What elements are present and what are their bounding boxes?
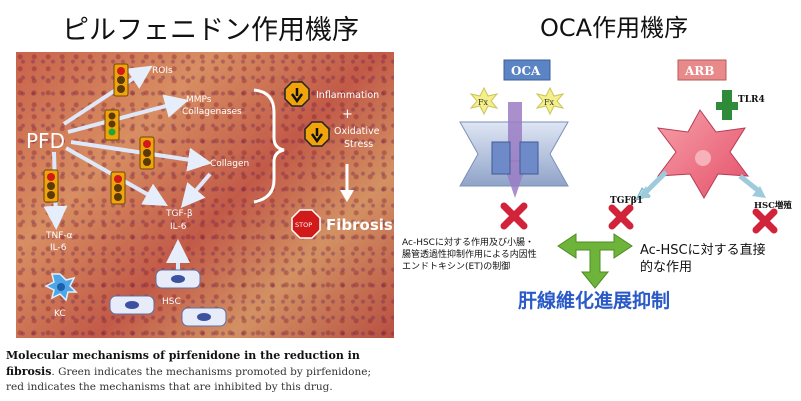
hsc-cells xyxy=(109,269,227,327)
traffic-light-tnfa xyxy=(43,169,59,203)
oca-diagram: OCA ARB Fx Fx TLR4 TGFβ1 HSC増 xyxy=(402,59,792,312)
caption-bold: Molecular mechanisms of pirfenidone in t… xyxy=(6,349,360,378)
arb-cell xyxy=(656,109,750,199)
label-collagenases: Collagenases xyxy=(182,107,242,117)
label-fibrosis: Fibrosis xyxy=(326,216,393,234)
left-title: ピルフェニドン作用機序 xyxy=(62,15,359,46)
fx-label-left: Fx xyxy=(478,98,489,107)
label-stress: Stress xyxy=(344,139,373,150)
green-triple-arrow-icon xyxy=(557,233,633,289)
fx-star-icon-right: Fx xyxy=(535,86,565,116)
oca-receptor xyxy=(459,102,569,198)
arb-label: ARB xyxy=(684,64,714,78)
red-cross-icon-3 xyxy=(752,208,778,234)
label-il6-hsc: IL-6 xyxy=(170,222,187,232)
fx-star-icon-left: Fx xyxy=(469,86,499,116)
hsc-prolif-label: HSC増殖 xyxy=(754,200,792,211)
tlr4-label: TLR4 xyxy=(738,95,765,105)
arb-box: ARB xyxy=(677,59,727,81)
label-tgfb: TGF-β xyxy=(165,209,193,219)
label-pfd: PFD xyxy=(26,129,65,153)
label-inflammation: Inflammation xyxy=(316,90,379,101)
oca-text-line-2: 腸管透過性抑制作用による内因性 xyxy=(402,248,537,260)
stop-sign-icon xyxy=(291,209,321,239)
kc-cell-icon xyxy=(44,273,78,302)
label-mmps: MMPs xyxy=(186,95,212,105)
label-tnfa: TNF-α xyxy=(45,231,73,241)
arb-text-line-1: Ac-HSCに対する直接 xyxy=(640,242,766,258)
red-cross-icon-1 xyxy=(500,202,528,230)
traffic-light-tgfb xyxy=(110,171,126,205)
arb-arrows xyxy=(635,170,766,201)
arb-text-line-2: 的な作用 xyxy=(640,259,692,275)
tgfb1-label: TGFβ1 xyxy=(610,196,643,206)
label-hsc: HSC xyxy=(162,297,181,307)
traffic-light-mmps xyxy=(104,109,120,141)
label-plus: + xyxy=(342,107,353,122)
caption: Molecular mechanisms of pirfenidone in t… xyxy=(6,348,386,395)
traffic-light-rois xyxy=(113,63,129,97)
oca-text-line-1: Ac-HSCに対する作用及び小腸・ xyxy=(402,236,534,248)
brace xyxy=(253,88,285,204)
traffic-light-collagen xyxy=(139,136,155,170)
arrow-to-fibrosis xyxy=(340,164,354,202)
label-collagen: Collagen xyxy=(210,159,249,169)
right-title: OCA作用機序 xyxy=(540,14,689,42)
fx-label-right: Fx xyxy=(544,98,555,107)
label-stop: STOP xyxy=(295,221,312,229)
pirfenidone-diagram: PFD ROIs MMPs Collagenases Collagen TGF-… xyxy=(16,52,394,338)
pirfenidone-diagram-svg: PFD ROIs MMPs Collagenases Collagen TGF-… xyxy=(26,63,393,327)
oca-box: OCA xyxy=(503,59,551,81)
down-warning-icon-2 xyxy=(304,121,330,147)
label-kc: KC xyxy=(54,309,66,319)
oca-text-line-3: エンドトキシン(ET)の制御 xyxy=(402,260,510,272)
down-warning-icon-1 xyxy=(284,81,310,107)
label-oxidative: Oxidative xyxy=(334,126,380,137)
red-cross-icon-2 xyxy=(608,204,634,230)
label-rois: ROIs xyxy=(152,66,173,76)
label-il6-kc: IL-6 xyxy=(50,243,67,253)
bottom-label: 肝線維化進展抑制 xyxy=(518,289,670,312)
oca-label: OCA xyxy=(511,64,541,78)
caption-text: . Green indicates the mechanisms promote… xyxy=(6,366,371,393)
tlr4-receptor-icon: TLR4 xyxy=(716,90,765,120)
